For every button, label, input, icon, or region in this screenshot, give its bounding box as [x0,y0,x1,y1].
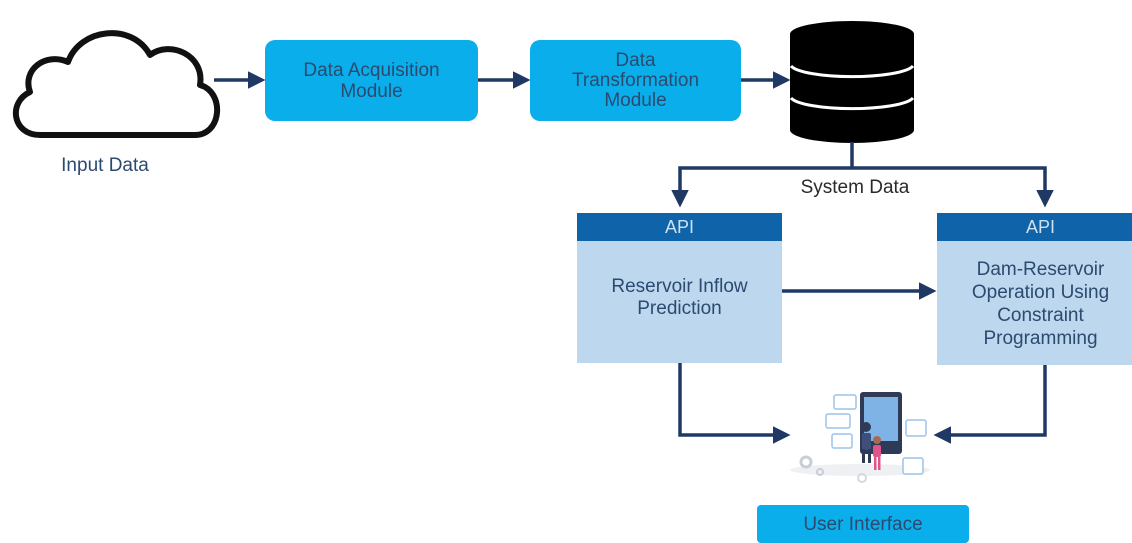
data-transformation-label: Data Transformation Module [571,49,700,111]
api-left-header [577,213,782,241]
system-data-label: System Data [800,176,910,198]
arrow-database-to-inflow [671,166,852,208]
arrow-dam-to-ui [933,365,1047,444]
data-acquisition-label: Data Acquisition Module [303,59,440,102]
input-data-label: Input Data [61,154,149,176]
inflow-prediction-label: Reservoir Inflow Prediction [611,276,748,319]
arrow-database-to-dam [852,166,1054,208]
api-right-label: API [1025,216,1055,237]
dam-operation-label: Dam-Reservoir Operation Using Constraint… [971,259,1110,349]
database-icon [789,21,915,143]
api-right-header [937,213,1132,241]
data-transformation-box [530,40,741,121]
arrow-inflow-to-ui [678,363,791,444]
cloud-icon [12,30,220,138]
user-interface-illustration-icon [790,392,930,483]
user-interface-box [757,505,969,543]
api-left-label: API [664,216,694,237]
data-acquisition-box [265,40,478,121]
user-interface-label: User Interface [803,513,923,535]
